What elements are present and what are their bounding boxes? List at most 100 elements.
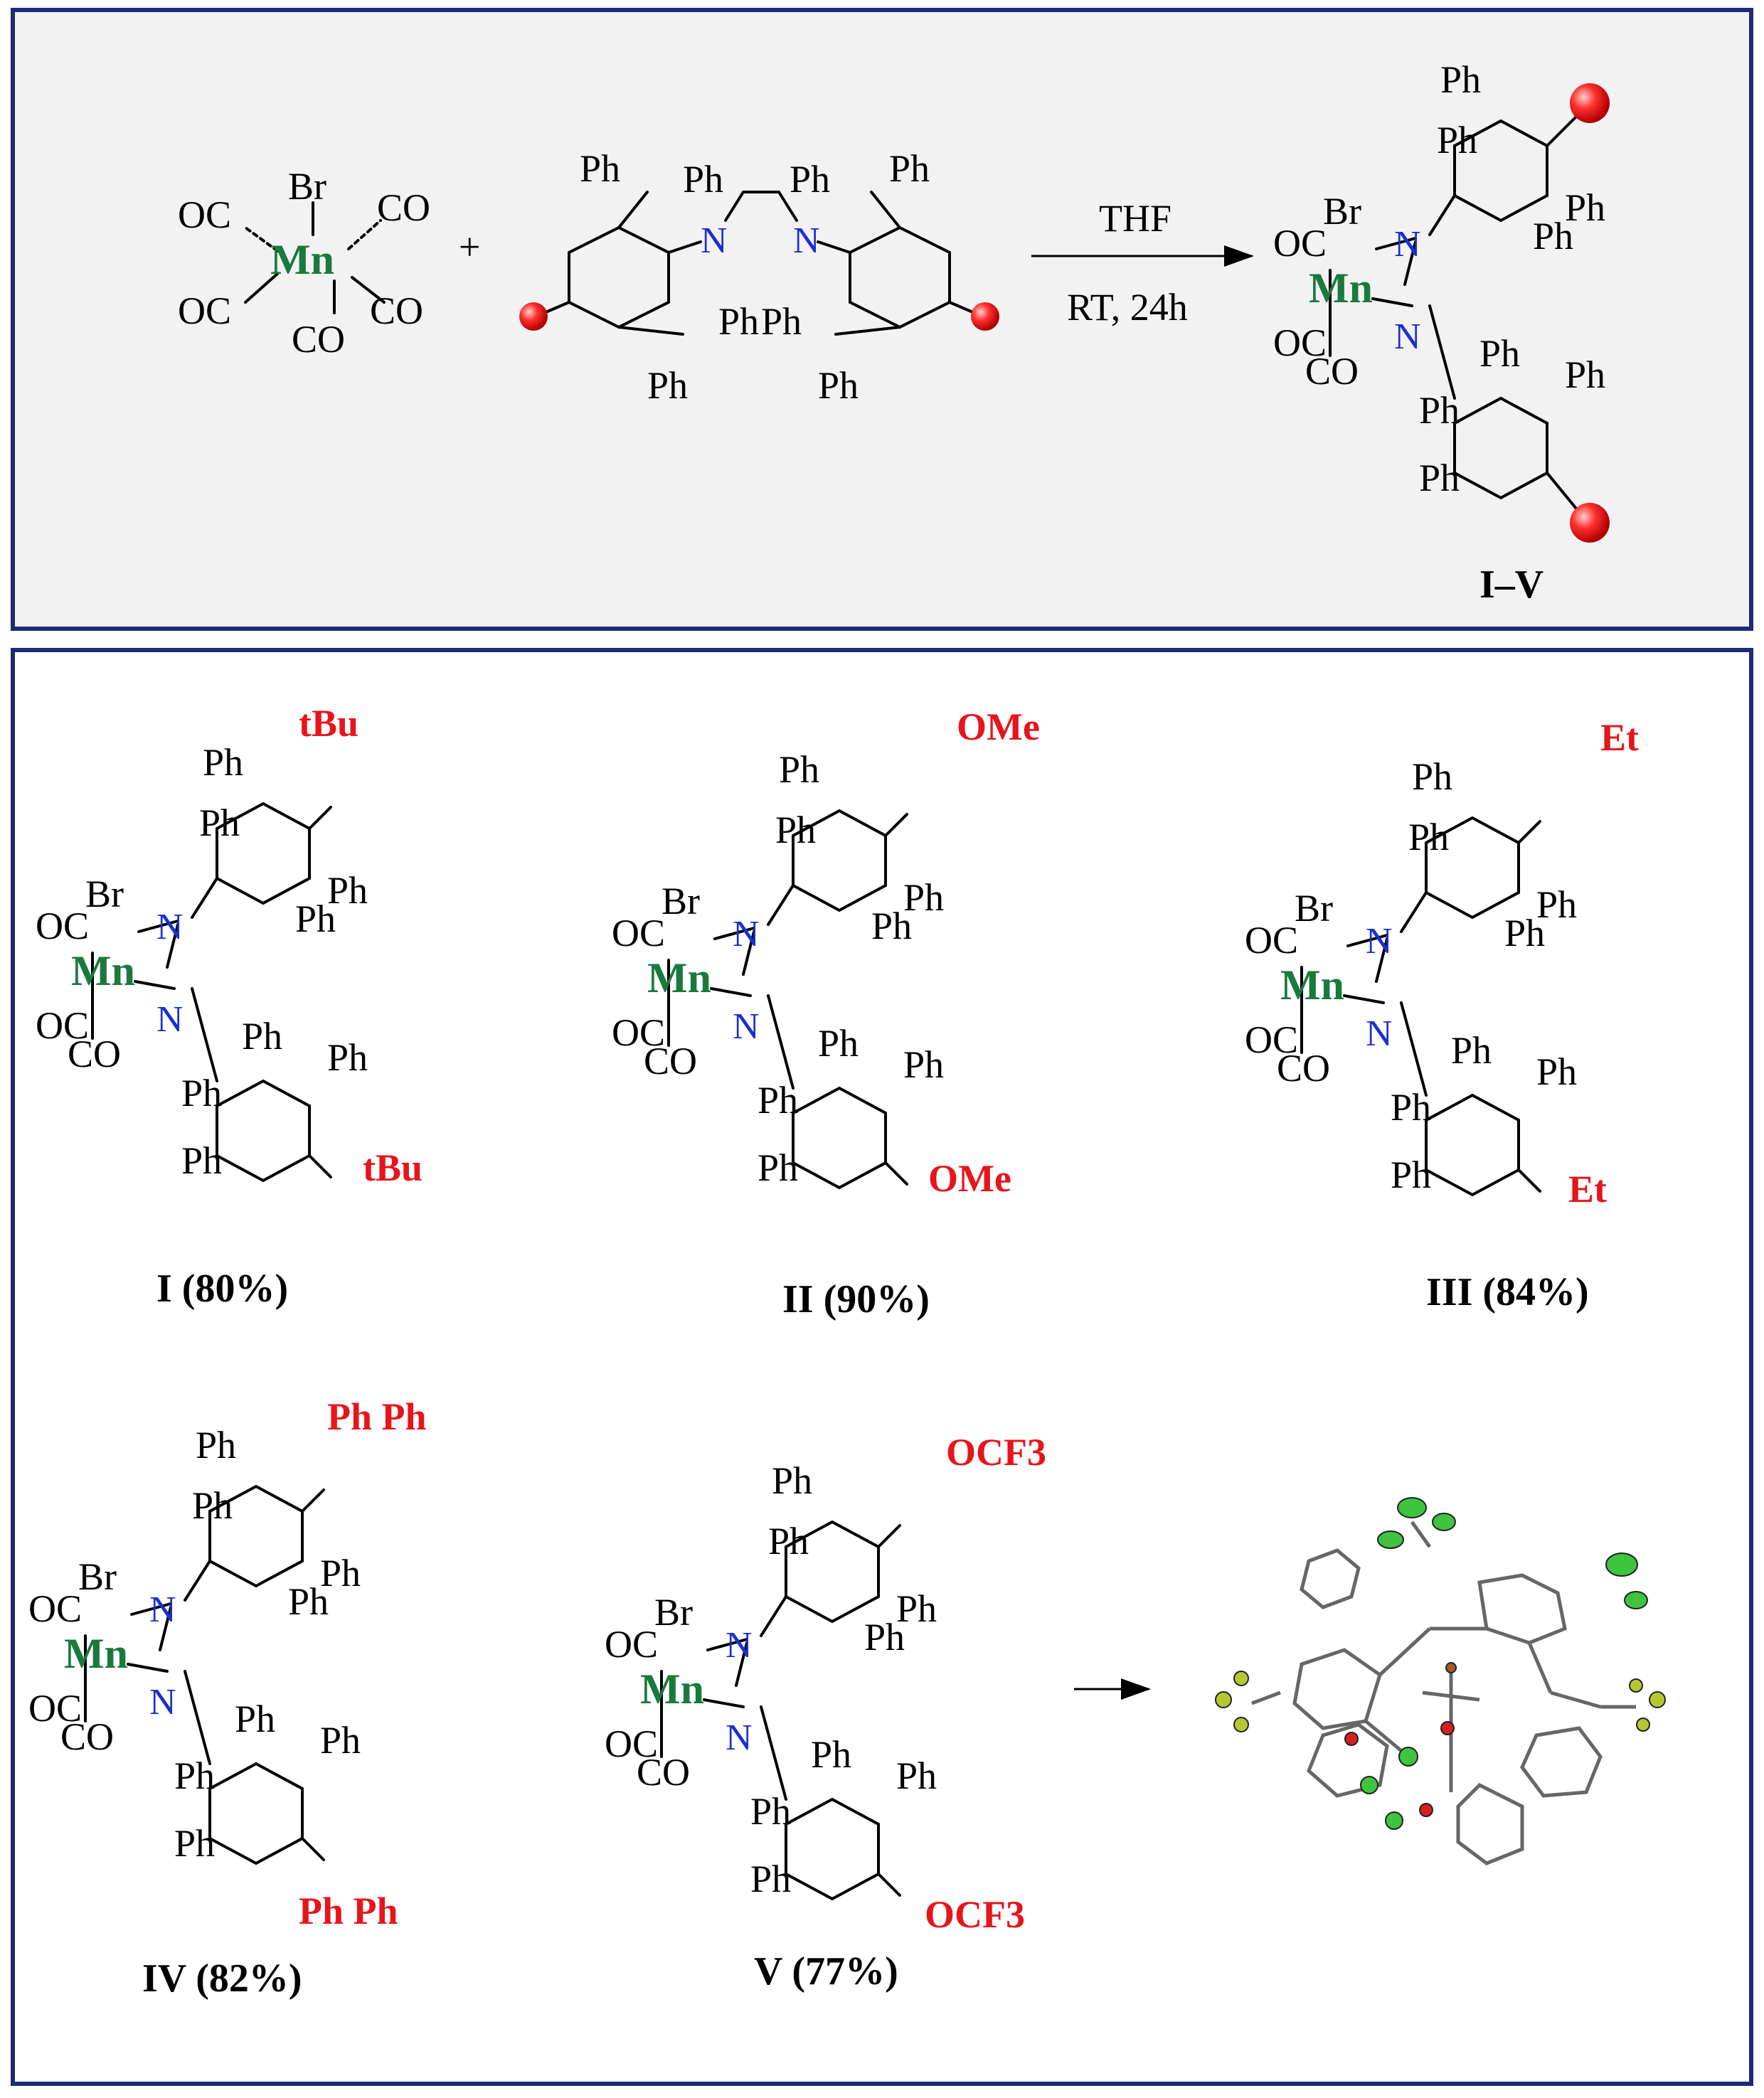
complex-oc-upper: OC [36,905,89,947]
complex-n-top: N [156,907,184,947]
ligand-ph: Ph [889,147,930,190]
conditions-solvent: THF [1099,197,1171,240]
complex-ph: Ph [871,905,912,947]
compound-label: IV (82%) [142,1956,302,2001]
bond-line [877,1524,901,1548]
complex-br: Br [654,1591,693,1634]
complex-oc-lower: OC [36,1004,89,1047]
bond-line [191,987,218,1082]
complex-n-bottom: N [1366,1013,1393,1054]
ligand-n-left: N [701,220,728,261]
complex-ph: Ph [181,1139,222,1182]
reagent-br: Br [288,165,326,208]
complex-ph: Ph [768,1520,809,1562]
complex-ph: Ph [181,1072,222,1114]
bond-line [166,923,179,969]
bond-line [301,1489,325,1513]
complex-oc-lower: OC [28,1687,82,1730]
complex-n-bottom: N [149,1682,176,1722]
reagent-co-upper: CO [377,186,430,229]
bond-line [308,1154,332,1178]
complex-oc-upper: OC [28,1587,82,1630]
ligand-n-right: N [793,220,820,261]
bond-line [1343,994,1385,1004]
complex-co-bottom: CO [68,1033,121,1075]
bond-line [1400,891,1428,933]
complex-ph: Ph [1412,755,1452,798]
complex-ph: Ph [1504,912,1545,954]
compound-label: I (80%) [156,1267,288,1311]
substituent-top: OMe [957,705,1040,748]
substituent-sphere-icon [1570,83,1610,123]
complex-mn: Mn [647,954,711,1001]
reagent-co-lower: CO [370,289,423,332]
complex-ph: Ph [1536,883,1577,926]
product-ph: Ph [1533,215,1573,257]
complex-ph: Ph [750,1858,791,1900]
complex-oc-upper: OC [1245,919,1298,962]
bond-line [208,1762,304,1865]
complex-oc-lower: OC [1245,1018,1298,1061]
bond-line [216,1079,311,1183]
complex-oc-lower: OC [612,1011,665,1054]
complex-n-top: N [733,914,760,954]
product-ph: Ph [1419,389,1460,432]
complex-ph: Ph [896,1754,937,1797]
product-ph: Ph [1437,119,1477,161]
bond-line [703,1698,745,1708]
complex-ph: Ph [327,869,368,912]
bond-line [301,1837,325,1861]
product-oc-upper: OC [1273,222,1327,265]
complex-n-bottom: N [156,999,184,1040]
complex-n-bottom: N [733,1006,760,1047]
bond-line [130,1602,172,1616]
compound-label: III (84%) [1426,1270,1589,1314]
complex-ph: Ph [320,1719,361,1762]
product-oc-lower: OC [1273,321,1327,364]
substituent-bottom: Et [1568,1168,1607,1210]
complex-oc-upper: OC [612,912,665,954]
substituent-top: OCF3 [946,1431,1046,1474]
complex-ph: Ph [772,1459,812,1502]
plus-sign: + [459,225,480,268]
product-ph: Ph [1565,186,1605,229]
complex-ph: Ph [1391,1086,1431,1129]
reagent-oc-upper: OC [178,193,231,236]
substituent-bottom: tBu [363,1146,423,1189]
bond-line [137,920,179,933]
substituent-top: Ph Ph [327,1395,427,1438]
bond-line [713,927,755,940]
product-co-bottom: CO [1305,350,1359,393]
complex-n-top: N [149,1590,176,1630]
diimine-ligand: N N Ph Ph Ph Ph Ph Ph Ph Ph [519,147,999,407]
complex-ph: Ph [1536,1050,1577,1093]
conditions-temp-time: RT, 24h [1067,286,1188,329]
complex-oc-lower: OC [605,1722,658,1765]
complex-oc-upper: OC [605,1623,658,1666]
complex-ph: Ph [811,1733,851,1776]
complex-ph: Ph [903,876,944,919]
complex-co-bottom: CO [644,1040,697,1082]
compound-label: II (90%) [782,1277,930,1321]
ligand-ph: Ph [580,147,620,190]
complex-mn: Mn [1280,962,1344,1008]
complex-ph: Ph [174,1822,215,1865]
complex-ph: Ph [196,1424,236,1466]
product-complex: Br Mn OC OC CO N N Ph Ph Ph Ph Ph Ph Ph … [1273,58,1610,607]
complex-ph: Ph [750,1790,791,1833]
complex-ph: Ph [758,1079,798,1122]
substituent-top: tBu [299,702,358,745]
complex-mn: Mn [640,1666,704,1713]
complex-ph: Ph [775,809,816,851]
substituent-bottom: Ph Ph [299,1890,398,1932]
product-ph: Ph [1565,353,1605,396]
reagent-mn: Mn [270,236,334,283]
complex-co-bottom: CO [60,1715,114,1758]
complex-ph: Ph [779,748,819,791]
product-br: Br [1323,190,1361,233]
complex-ph: Ph [1451,1029,1492,1072]
bond-line [1517,820,1541,844]
complex-ph: Ph [295,898,336,940]
